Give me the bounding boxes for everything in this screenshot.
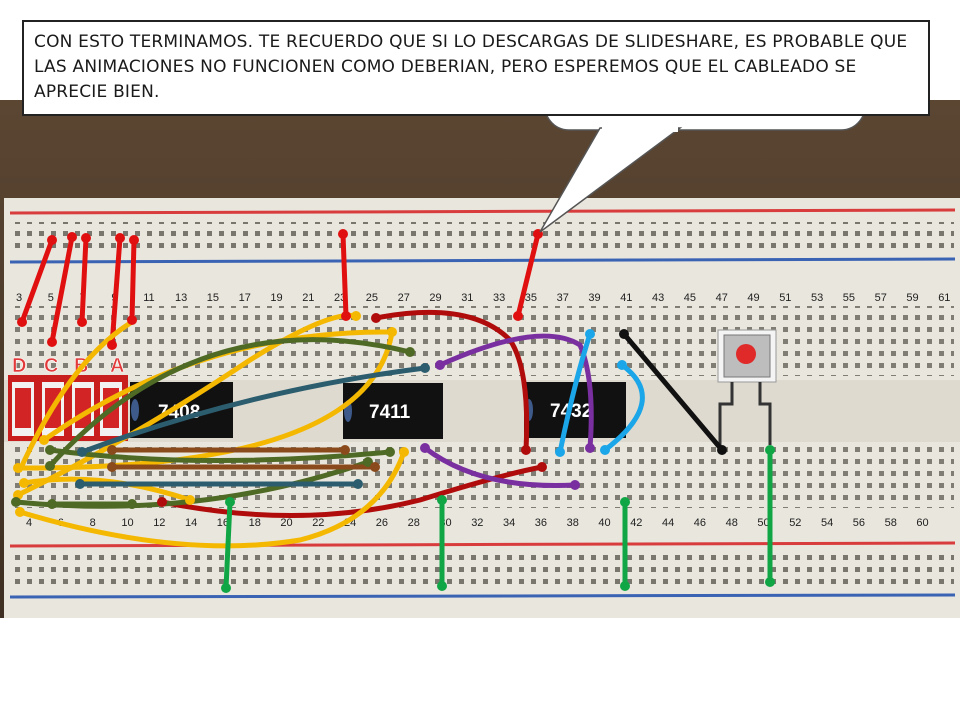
column-number: 52: [789, 517, 801, 529]
wire-yellow: [17, 319, 135, 473]
wire-blue: [602, 362, 645, 453]
column-number: 19: [270, 292, 282, 304]
column-number: 18: [249, 517, 261, 529]
column-number: 44: [662, 517, 674, 529]
column-number: 55: [843, 292, 855, 304]
wire-red: [129, 237, 137, 323]
column-number: 36: [535, 517, 547, 529]
wire-purple: [437, 333, 594, 451]
column-number: 38: [567, 517, 579, 529]
callout-text: CON ESTO TERMINAMOS. TE RECUERDO QUE SI …: [34, 32, 908, 102]
column-number: 17: [239, 292, 251, 304]
column-number: 12: [153, 517, 165, 529]
wire-endpoints: [11, 229, 775, 593]
column-number: 10: [121, 517, 133, 529]
wire-red: [515, 231, 541, 319]
column-number: 22: [312, 517, 324, 529]
column-number: 5: [48, 292, 54, 304]
column-number: 50: [757, 517, 769, 529]
column-number: 53: [811, 292, 823, 304]
column-number: 61: [938, 292, 950, 304]
column-number: 8: [90, 517, 96, 529]
column-number: 34: [503, 517, 515, 529]
wiring: [13, 231, 773, 591]
wire-green: [223, 499, 233, 591]
column-number: 13: [175, 292, 187, 304]
column-number: 58: [885, 517, 897, 529]
column-number: 41: [620, 292, 632, 304]
wire-darkred: [159, 464, 545, 519]
wire-red: [340, 231, 349, 319]
wire-purple: [422, 445, 578, 488]
column-number: 16: [217, 517, 229, 529]
column-number: 4: [26, 517, 32, 529]
column-number: 27: [398, 292, 410, 304]
push-button: [717, 329, 777, 445]
column-number: 57: [875, 292, 887, 304]
column-number: 42: [630, 517, 642, 529]
column-number: 48: [726, 517, 738, 529]
column-number: 47: [716, 292, 728, 304]
column-number: 29: [429, 292, 441, 304]
column-number: 31: [461, 292, 473, 304]
column-number: 3: [16, 292, 22, 304]
column-number: 28: [408, 517, 420, 529]
wire-teal: [79, 365, 428, 455]
column-number: 46: [694, 517, 706, 529]
column-number: 26: [376, 517, 388, 529]
wire-blue: [557, 331, 593, 455]
wire-yellow: [21, 476, 193, 503]
ic-7411-label: 7411: [369, 402, 411, 423]
wire-red: [79, 235, 89, 325]
column-number: 40: [598, 517, 610, 529]
wire-olive: [47, 337, 413, 469]
column-number: 45: [684, 292, 696, 304]
column-number: 25: [366, 292, 378, 304]
callout-text-box: CON ESTO TERMINAMOS. TE RECUERDO QUE SI …: [22, 20, 930, 116]
column-number: 43: [652, 292, 664, 304]
column-number: 11: [143, 292, 154, 304]
column-number: 56: [853, 517, 865, 529]
wire-red: [109, 235, 123, 348]
column-number: 21: [302, 292, 314, 304]
column-number: 14: [185, 517, 197, 529]
column-number: 39: [588, 292, 600, 304]
column-number: 60: [916, 517, 928, 529]
column-number: 54: [821, 517, 833, 529]
column-number: 59: [906, 292, 918, 304]
wire-red: [49, 234, 75, 345]
switch-label-c: C: [44, 355, 58, 377]
wire-olive: [47, 447, 393, 464]
column-number: 15: [207, 292, 219, 304]
wire-yellow: [17, 449, 407, 549]
switch-label-a: A: [110, 355, 124, 377]
wire-red: [19, 237, 55, 325]
wire-black: [621, 331, 725, 453]
column-number: 20: [280, 517, 292, 529]
column-number: 35: [525, 292, 537, 304]
column-number: 37: [557, 292, 569, 304]
column-number: 51: [779, 292, 791, 304]
column-number: 32: [471, 517, 483, 529]
column-number: 33: [493, 292, 505, 304]
switch-label-d: D: [12, 355, 26, 377]
column-number: 49: [747, 292, 759, 304]
